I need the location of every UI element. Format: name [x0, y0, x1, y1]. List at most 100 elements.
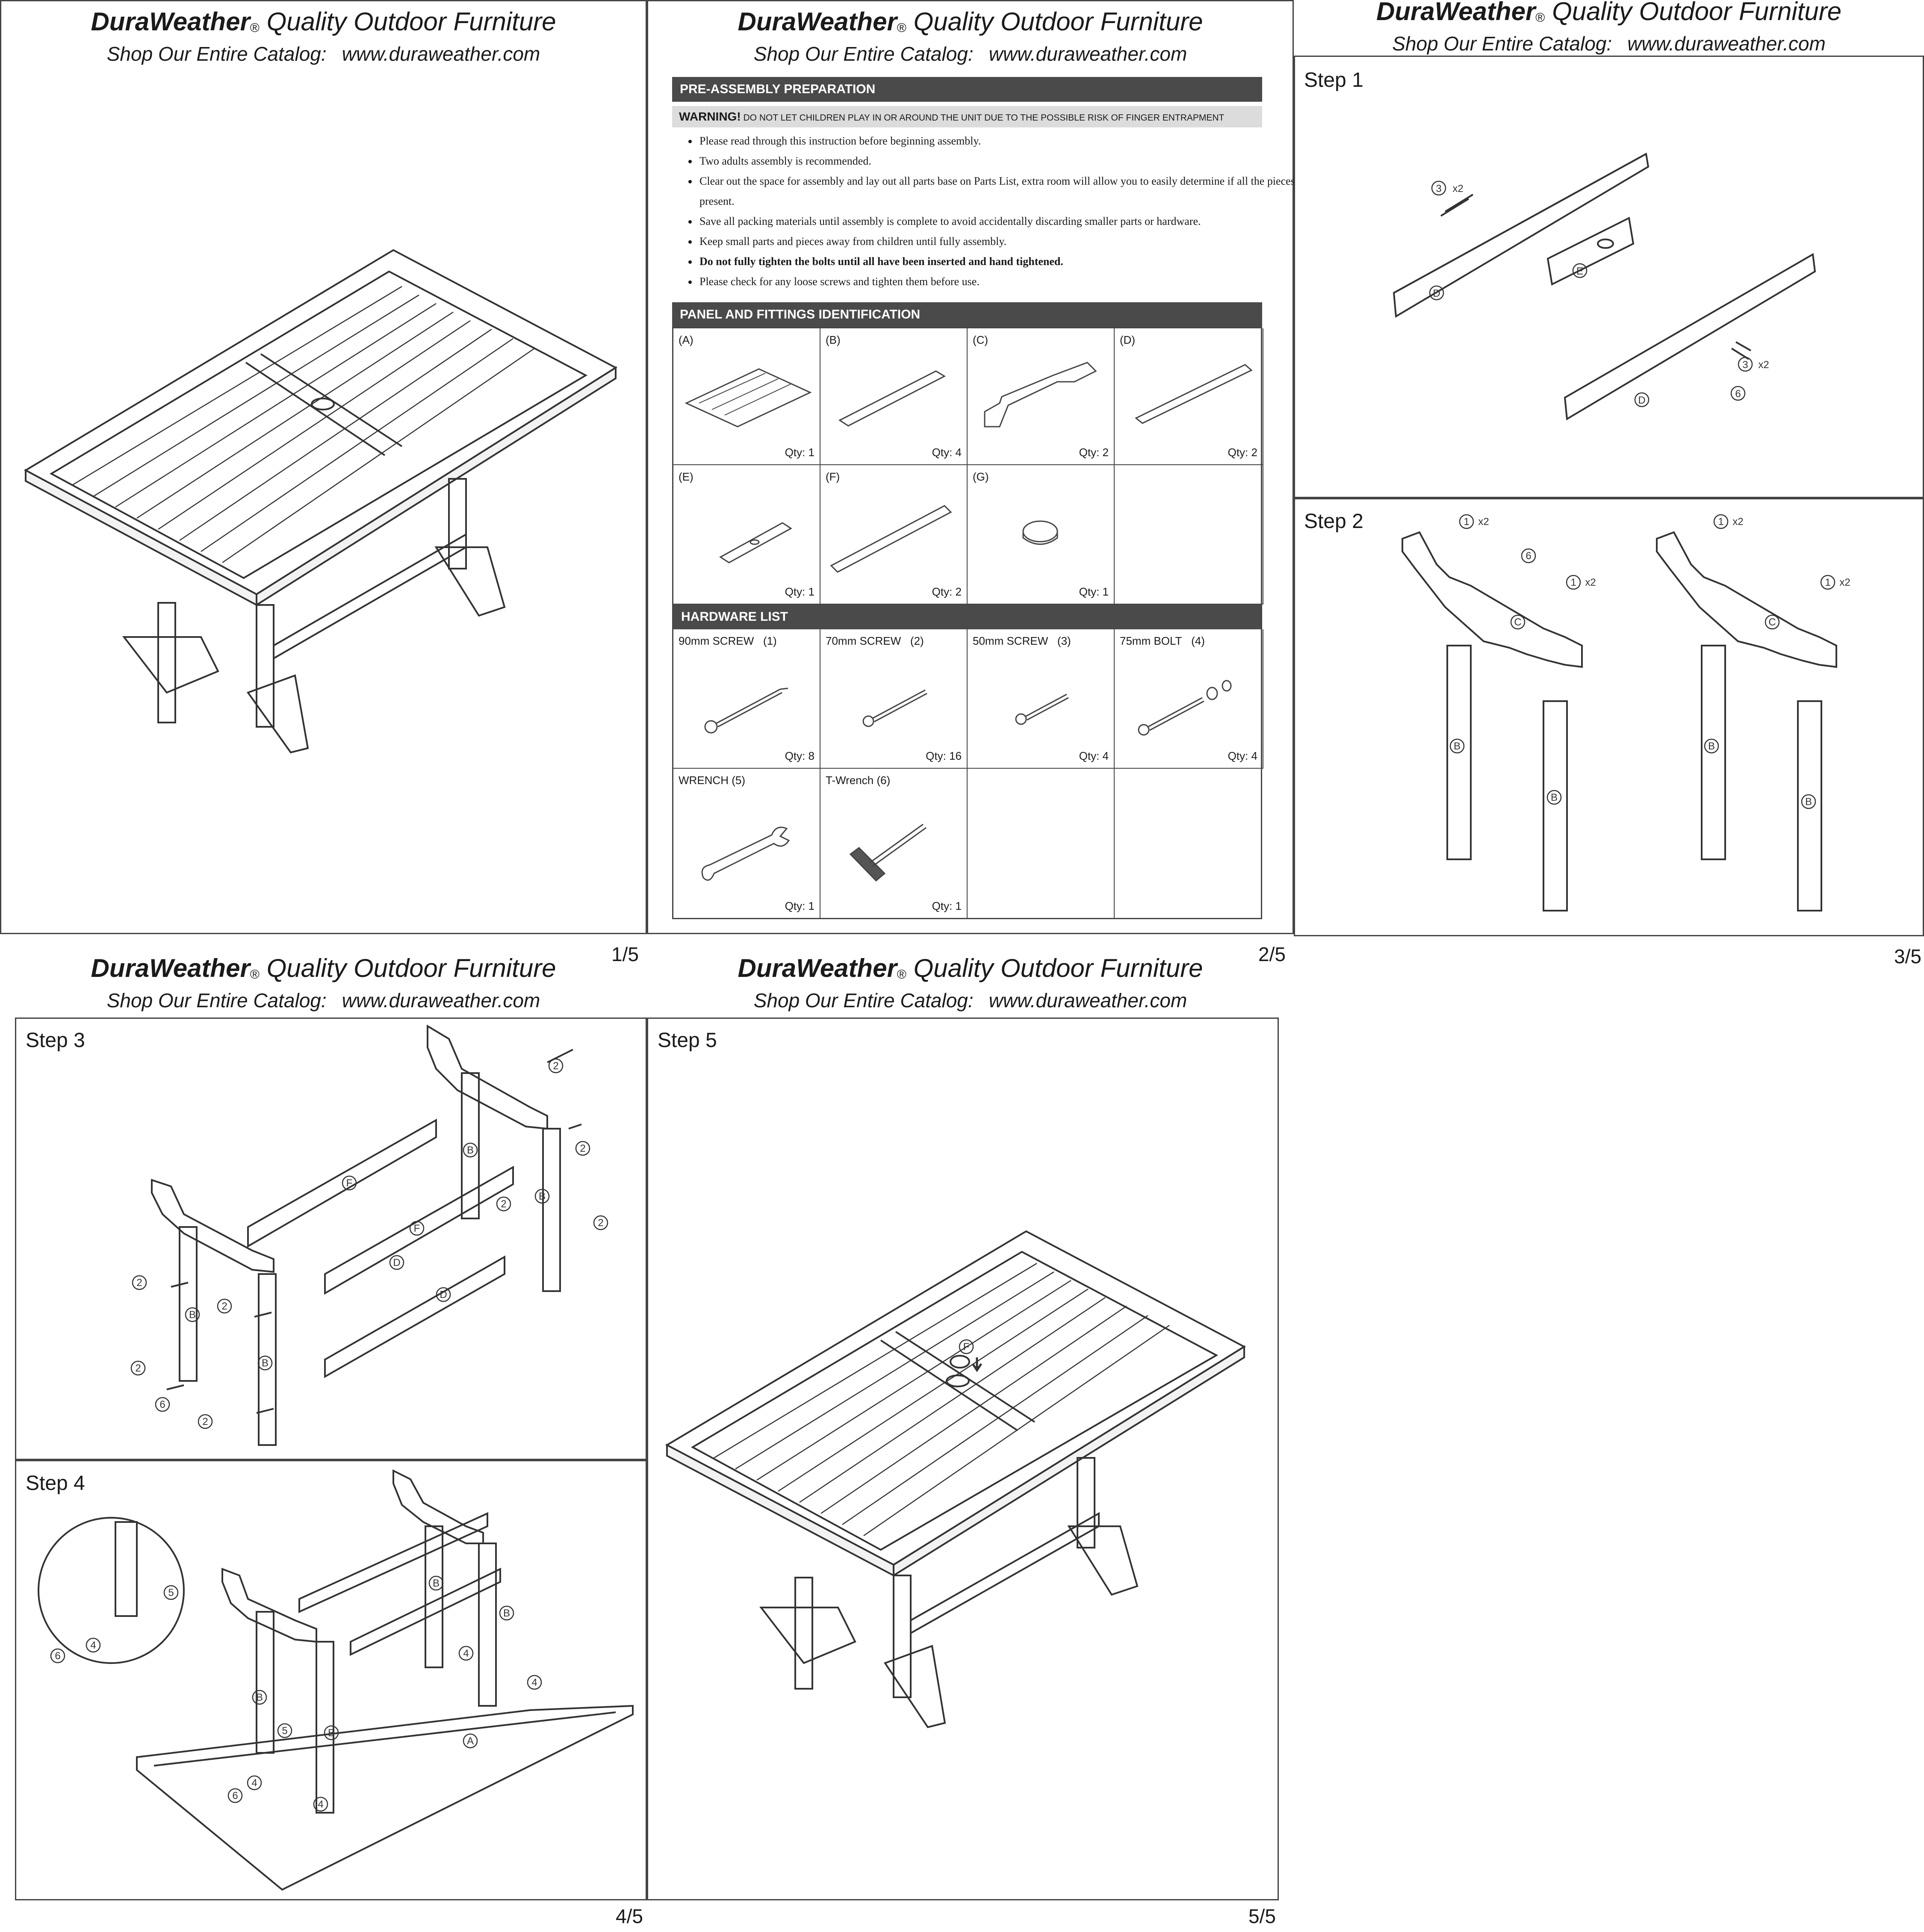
- callout-d: D: [1433, 288, 1440, 299]
- step-5-label: Step 5: [658, 1029, 717, 1052]
- empty-cell: [1115, 465, 1263, 605]
- callout-6: 6: [232, 1790, 238, 1802]
- callout-e: E: [1576, 265, 1583, 277]
- instruction-list: Please read through this instruction bef…: [672, 131, 1313, 292]
- brand-name: DuraWeather: [91, 7, 250, 36]
- page-number: 4/5: [616, 1905, 643, 1927]
- page-2-sheet: [647, 0, 1294, 934]
- part-b-cell: (B) Qty: 4: [820, 328, 968, 465]
- hardware-section-title: HARDWARE LIST: [673, 605, 1261, 629]
- callout-d: D: [440, 1289, 447, 1301]
- callout-2: 2: [135, 1363, 141, 1374]
- callout-b: B: [1805, 796, 1812, 808]
- part-c-cell: (C) Qty: 2: [968, 328, 1115, 465]
- svg-text:x2: x2: [1478, 516, 1489, 528]
- callout-b: B: [433, 1578, 440, 1589]
- hardware-70mm-screw: 70mm SCREW (2) Qty: 16: [820, 629, 968, 769]
- step-4-label: Step 4: [26, 1472, 85, 1495]
- callout-b: B: [539, 1191, 546, 1202]
- callout-2: 2: [221, 1301, 227, 1312]
- step-4-drawing: 5 4 6 B B B B 4 4 A 5 4 6 4: [26, 1462, 641, 1894]
- parts-grid: (A) Qty: 1 (B) Qty: 4 (C) Qty: 2 (D) Qty…: [672, 327, 1263, 919]
- callout-4: 4: [90, 1640, 96, 1651]
- step-3-panel: [15, 1018, 647, 1460]
- svg-text:x2: x2: [1839, 577, 1850, 588]
- panel-section-title: PANEL AND FITTINGS IDENTIFICATION: [672, 302, 1262, 327]
- pre-assembly-title: PRE-ASSEMBLY PREPARATION: [672, 77, 1262, 102]
- callout-2: 2: [202, 1416, 208, 1428]
- callout-6: 6: [1735, 388, 1741, 400]
- page-2-header: DuraWeather® Quality Outdoor Furniture S…: [738, 7, 1203, 65]
- callout-b: B: [189, 1309, 196, 1321]
- callout-1: 1: [1570, 577, 1576, 588]
- callout-2: 2: [501, 1198, 506, 1210]
- callout-d: D: [393, 1257, 400, 1268]
- step-2-label: Step 2: [1304, 510, 1363, 533]
- part-f-cell: (F) Qty: 2: [820, 465, 968, 605]
- callout-b: B: [467, 1144, 474, 1156]
- callout-4: 4: [251, 1777, 257, 1789]
- hardware-75mm-bolt: 75mm BOLT (4) Qty: 4: [1115, 629, 1263, 769]
- part-e-cell: (E) Qty: 1: [673, 465, 820, 605]
- callout-b: B: [1708, 740, 1715, 752]
- instruction-item: Keep small parts and pieces away from ch…: [698, 231, 1313, 251]
- step-5-drawing: F: [658, 1223, 1266, 1744]
- step-1-panel: [1294, 56, 1924, 498]
- callout-4: 4: [318, 1799, 323, 1810]
- part-g-cell: (G) Qty: 1: [968, 465, 1115, 605]
- step-2-panel: [1294, 498, 1924, 936]
- callout-c: C: [1514, 616, 1521, 628]
- callout-5: 5: [282, 1725, 287, 1737]
- callout-4: 4: [531, 1677, 537, 1688]
- svg-text:x2: x2: [1758, 359, 1769, 371]
- callout-b: B: [1551, 792, 1558, 803]
- instruction-item: Please check for any loose screws and ti…: [698, 271, 1313, 292]
- page-number: 5/5: [1248, 1905, 1276, 1927]
- instruction-item: Save all packing materials until assembl…: [698, 211, 1313, 231]
- callout-2: 2: [136, 1277, 142, 1289]
- svg-text:x2: x2: [1585, 577, 1596, 588]
- callout-5: 5: [168, 1587, 174, 1599]
- callout-3: 3: [1742, 359, 1748, 371]
- empty-cell: [1115, 769, 1263, 918]
- step-1-label: Step 1: [1304, 69, 1363, 91]
- callout-1: 1: [1718, 516, 1723, 528]
- part-a-cell: (A) Qty: 1: [673, 328, 820, 465]
- svg-text:x2: x2: [1732, 516, 1743, 528]
- callout-2: 2: [580, 1143, 585, 1154]
- callout-b: B: [256, 1692, 263, 1703]
- page-3-header: DuraWeather® Quality Outdoor Furniture S…: [1376, 0, 1842, 55]
- callout-6: 6: [55, 1650, 60, 1662]
- page-number: 2/5: [1258, 943, 1286, 965]
- catalog-url[interactable]: www.duraweather.com: [342, 43, 540, 65]
- step-3-label: Step 3: [26, 1029, 85, 1052]
- callout-f: F: [414, 1223, 420, 1234]
- callout-b: B: [262, 1357, 269, 1369]
- svg-text:x2: x2: [1452, 183, 1463, 195]
- page-4-header: DuraWeather® Quality Outdoor Furniture S…: [91, 954, 556, 1012]
- callout-f: F: [346, 1177, 353, 1189]
- callout-4: 4: [463, 1648, 469, 1659]
- step-3-drawing: 2 2 2 2 2 2 2 6 2 F F D D B B B B: [120, 1022, 633, 1454]
- callout-b: B: [503, 1608, 510, 1619]
- callout-3: 3: [1436, 183, 1441, 195]
- instruction-item: Two adults assembly is recommended.: [698, 151, 1313, 171]
- callout-1: 1: [1464, 516, 1469, 528]
- page-5-header: DuraWeather® Quality Outdoor Furniture S…: [738, 954, 1203, 1012]
- part-d-cell: (D) Qty: 2: [1115, 328, 1263, 465]
- callout-6: 6: [1526, 550, 1531, 562]
- hardware-wrench: WRENCH (5) Qty: 1: [673, 769, 820, 918]
- callout-d: D: [1638, 395, 1645, 406]
- callout-1: 1: [1825, 577, 1830, 588]
- page-number: 1/5: [611, 943, 639, 965]
- step-1-drawing: 3 D E 3 6 D x2 x2: [1368, 141, 1838, 440]
- warning-bar: WARNING! DO NOT LET CHILDREN PLAY IN OR …: [672, 106, 1262, 127]
- page-1-header: DuraWeather® Quality Outdoor Furniture S…: [91, 7, 556, 65]
- callout-c: C: [1768, 616, 1776, 628]
- callout-f: F: [963, 1341, 970, 1353]
- hardware-50mm-screw: 50mm SCREW (3) Qty: 4: [968, 629, 1115, 769]
- callout-2: 2: [598, 1217, 603, 1229]
- table-hero-drawing: [17, 239, 633, 778]
- instruction-item: Please read through this instruction bef…: [698, 131, 1313, 151]
- hardware-90mm-screw: 90mm SCREW (1) Qty: 8: [673, 629, 820, 769]
